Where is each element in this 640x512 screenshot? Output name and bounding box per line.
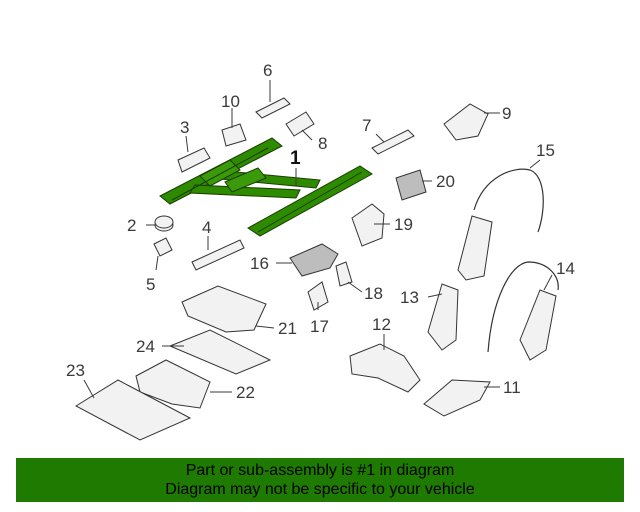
callout-24: 24 — [136, 337, 155, 356]
callout-20: 20 — [436, 172, 455, 191]
part-2[interactable] — [154, 215, 174, 232]
callout-16: 16 — [250, 254, 269, 273]
callout-10: 10 — [221, 92, 240, 111]
callout-4: 4 — [202, 218, 211, 237]
callout-5: 5 — [146, 275, 155, 294]
part-15[interactable] — [457, 168, 544, 281]
callout-11: 11 — [503, 378, 521, 397]
part-8[interactable] — [285, 111, 315, 137]
part-18[interactable] — [335, 261, 353, 287]
callout-21: 21 — [278, 319, 297, 338]
part-10[interactable] — [221, 123, 247, 147]
leader-lines — [83, 80, 553, 399]
callout-12: 12 — [372, 315, 391, 334]
part-17[interactable] — [307, 281, 329, 311]
part-19[interactable] — [351, 203, 385, 247]
banner-line-2: Diagram may not be specific to your vehi… — [165, 481, 475, 498]
info-banner: Part or sub-assembly is #1 in diagram Di… — [16, 458, 624, 502]
callout-18: 18 — [364, 284, 383, 303]
part-3[interactable] — [177, 147, 211, 173]
part-20[interactable] — [395, 169, 427, 201]
callout-3: 3 — [180, 118, 189, 137]
part-13[interactable] — [427, 283, 459, 351]
part-5[interactable] — [153, 237, 173, 257]
part-23[interactable] — [74, 379, 192, 441]
part-4[interactable] — [191, 239, 245, 271]
part-9[interactable] — [443, 103, 489, 141]
part-21[interactable] — [181, 285, 267, 333]
parts-diagram: 1 2 3 4 5 6 7 8 9 10 11 12 13 14 15 16 1… — [66, 61, 575, 441]
part-16[interactable] — [289, 243, 339, 277]
callout-1: 1 — [290, 148, 301, 169]
part-6[interactable] — [255, 97, 291, 119]
callout-2: 2 — [127, 216, 136, 235]
callout-15: 15 — [536, 141, 555, 160]
callout-23: 23 — [66, 361, 85, 380]
part-24[interactable] — [168, 329, 272, 375]
part-11[interactable] — [423, 379, 491, 417]
callout-19: 19 — [394, 215, 413, 234]
callout-14: 14 — [556, 259, 575, 278]
part-1-seat-track[interactable] — [159, 137, 373, 237]
part-12[interactable] — [349, 343, 421, 393]
callout-8: 8 — [318, 134, 327, 153]
callout-9: 9 — [502, 104, 511, 123]
callout-17: 17 — [310, 317, 329, 336]
callout-7: 7 — [362, 116, 371, 135]
banner-line-1: Part or sub-assembly is #1 in diagram — [185, 462, 455, 479]
part-7[interactable] — [371, 129, 415, 155]
part-14[interactable] — [487, 261, 559, 361]
callout-22: 22 — [236, 383, 255, 402]
callout-13: 13 — [400, 288, 419, 307]
callout-6: 6 — [263, 61, 272, 80]
